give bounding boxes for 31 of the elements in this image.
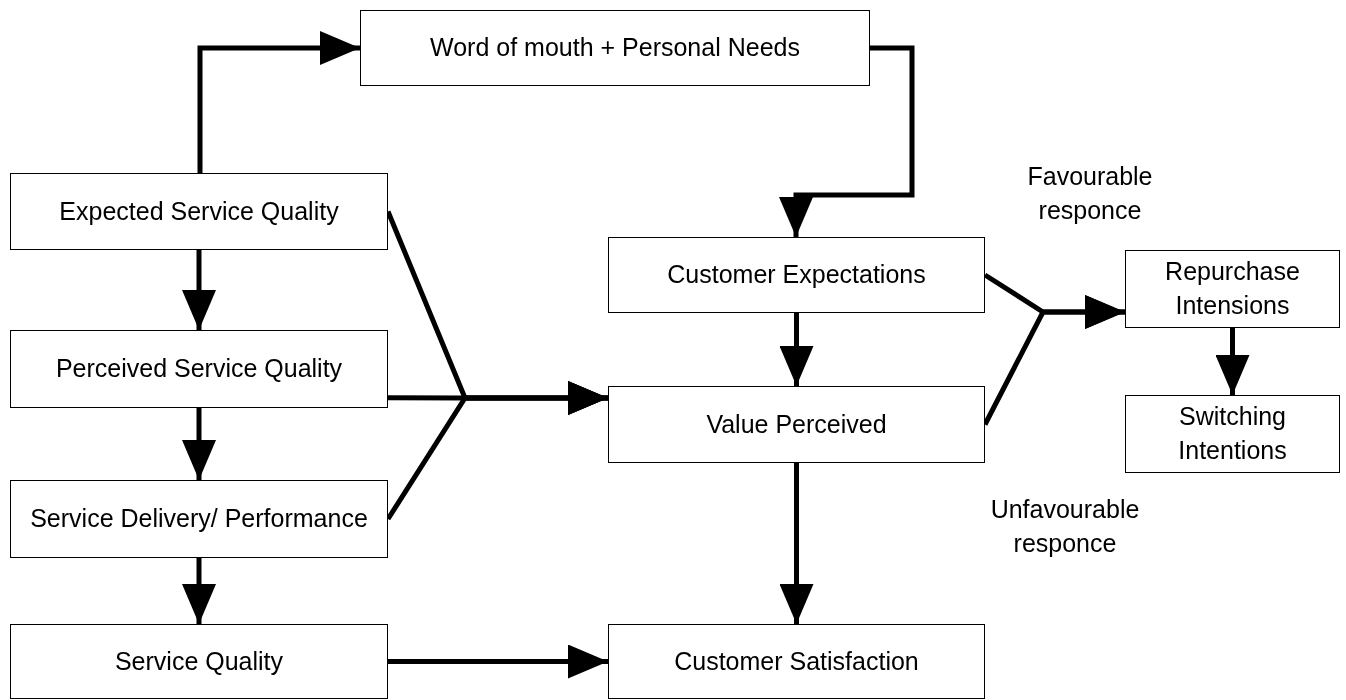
arrow xyxy=(779,313,814,386)
process-box xyxy=(608,237,985,313)
box-text: Customer Satisfaction xyxy=(674,645,919,677)
process-box xyxy=(1125,395,1340,473)
process-box xyxy=(10,624,388,699)
process-box xyxy=(1125,250,1340,328)
arrow xyxy=(779,463,814,624)
box-text: Repurchase Intensions xyxy=(1164,256,1301,321)
response-label: Unfavourable responce xyxy=(989,494,1141,559)
arrow xyxy=(1215,328,1250,395)
box-text: Service Delivery/ Performance xyxy=(30,503,368,535)
box-text: Word of mouth + Personal Needs xyxy=(430,32,800,64)
response-label: Favourable responce xyxy=(1026,161,1154,226)
arrow xyxy=(388,644,608,679)
process-box xyxy=(10,480,388,558)
process-box xyxy=(10,173,388,250)
process-box xyxy=(10,330,388,408)
process-box xyxy=(360,10,870,86)
arrow xyxy=(197,31,360,173)
process-box xyxy=(608,386,985,463)
box-text: Value Perceived xyxy=(706,408,887,440)
box-text: Customer Expectations xyxy=(667,259,926,291)
box-text: Perceived Service Quality xyxy=(55,353,343,385)
box-text: Switching Intentions xyxy=(1177,401,1288,466)
arrow xyxy=(779,45,915,237)
box-text: Expected Service Quality xyxy=(59,195,339,227)
arrow xyxy=(182,558,216,624)
box-text: Service Quality xyxy=(114,645,284,677)
process-box xyxy=(608,624,985,699)
arrow xyxy=(182,408,216,480)
arrow xyxy=(182,250,216,330)
